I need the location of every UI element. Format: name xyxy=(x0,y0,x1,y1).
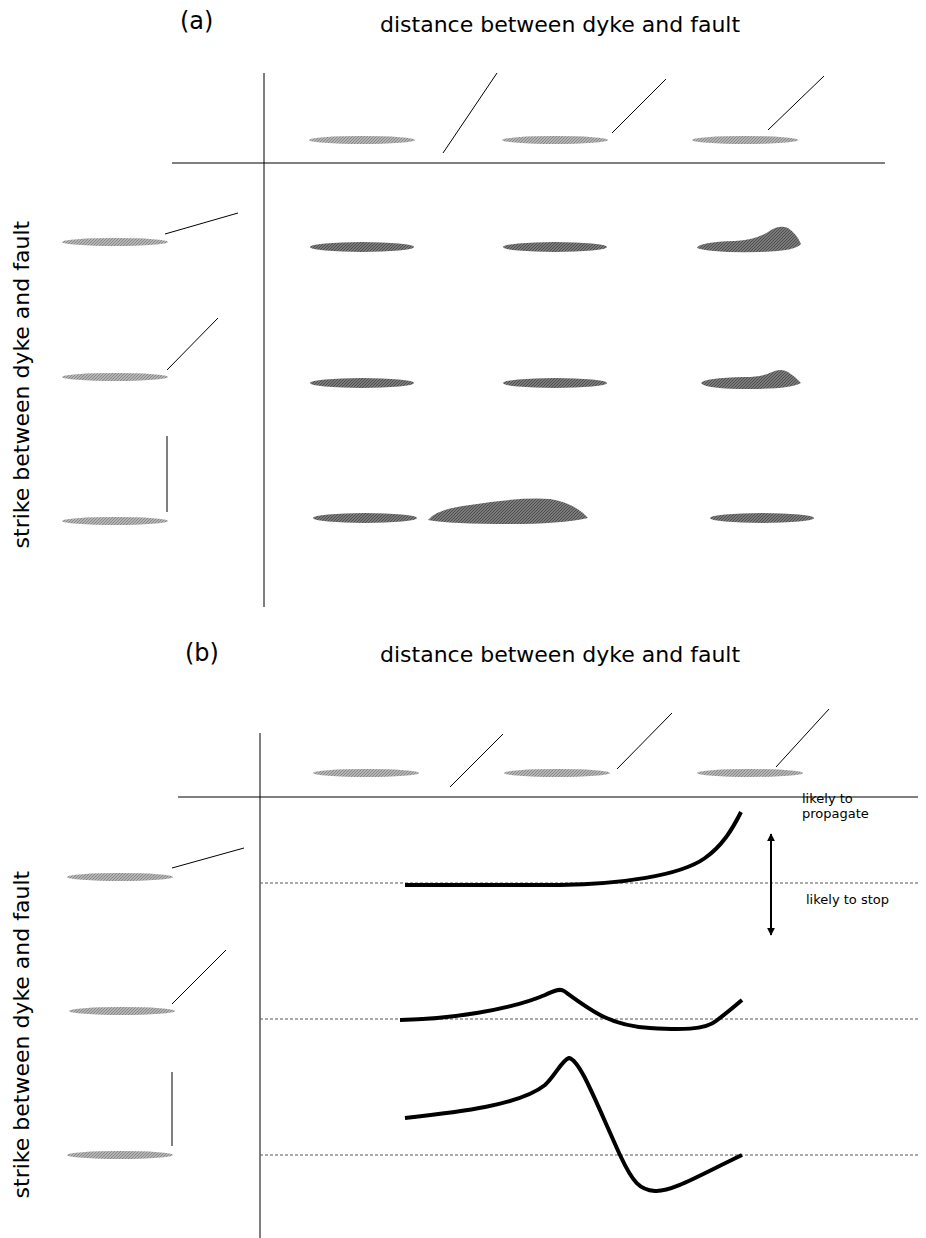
fault-line xyxy=(165,213,238,234)
baseline xyxy=(260,1019,918,1020)
annotation: likely to propagate xyxy=(802,792,876,822)
dyke-result xyxy=(503,378,607,388)
dyke-result xyxy=(710,513,814,523)
fault-line xyxy=(167,436,168,512)
fault-line xyxy=(172,950,226,1004)
fault-line xyxy=(172,848,244,868)
fault-line xyxy=(450,734,503,787)
panel-b xyxy=(67,709,918,1238)
dyke-symbol xyxy=(62,238,168,246)
dyke-symbol xyxy=(697,769,803,777)
panel-a xyxy=(62,73,885,607)
axis-line xyxy=(172,163,885,164)
dyke-symbol xyxy=(69,1007,175,1015)
baseline xyxy=(260,1155,918,1156)
dyke-symbol xyxy=(502,136,608,144)
result-curve xyxy=(405,812,741,885)
dyke-symbol xyxy=(67,873,173,881)
direction-arrow xyxy=(770,834,772,935)
axis-title: distance between dyke and fault xyxy=(380,642,740,667)
dyke-result xyxy=(697,227,801,253)
dyke-result xyxy=(313,513,417,523)
panel-label: (a) xyxy=(180,8,213,36)
panel-label: (b) xyxy=(185,640,219,668)
annotation: likely to stop xyxy=(806,893,889,908)
dyke-symbol xyxy=(67,1151,173,1159)
dyke-symbol xyxy=(504,769,610,777)
axis-title: distance between dyke and fault xyxy=(380,12,740,37)
axis-title: strike between dyke and fault xyxy=(9,221,34,549)
dyke-result xyxy=(428,499,588,524)
fault-line xyxy=(172,1072,173,1146)
fault-line xyxy=(443,73,497,153)
dyke-result xyxy=(503,242,607,252)
dyke-symbol xyxy=(309,136,415,144)
dyke-result xyxy=(701,370,801,389)
axis-title: strike between dyke and fault xyxy=(9,871,34,1199)
dyke-result xyxy=(310,378,414,388)
axis-line xyxy=(260,733,261,1238)
dyke-symbol xyxy=(313,769,419,777)
fault-line xyxy=(167,318,218,370)
result-curve xyxy=(400,990,742,1029)
axis-line xyxy=(264,73,265,607)
fault-line xyxy=(776,709,829,767)
dyke-result xyxy=(310,242,414,252)
dyke-symbol xyxy=(62,517,168,525)
dyke-symbol xyxy=(692,136,798,144)
fault-line xyxy=(768,76,824,130)
fault-line xyxy=(612,79,666,133)
fault-line xyxy=(617,713,672,769)
result-curve xyxy=(405,1058,742,1191)
dyke-symbol xyxy=(62,373,168,381)
